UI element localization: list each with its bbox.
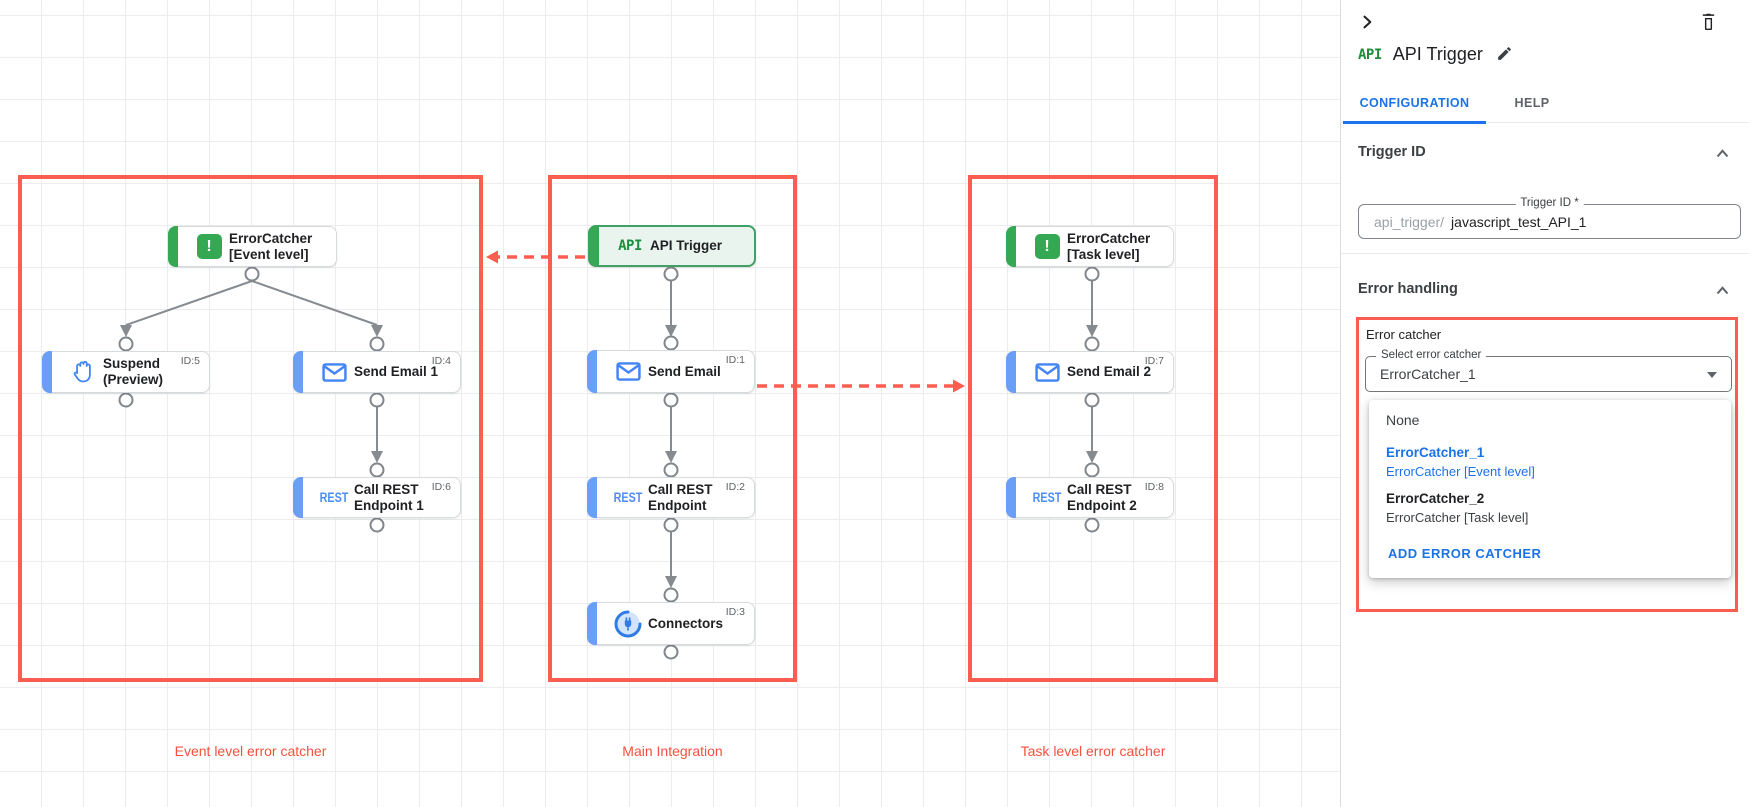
email-icon [314,362,354,382]
error-catcher-options-menu: None ErrorCatcher_1 ErrorCatcher [Event … [1369,400,1731,578]
error-handling-section-header: Error handling [1358,281,1458,297]
task-level-group-box [968,175,1218,682]
node-api-trigger[interactable]: API API Trigger [588,225,756,267]
select-error-catcher-label: Select error catcher [1376,349,1487,361]
node-accent-bar [1006,226,1016,267]
error-catcher-icon: ! [189,234,229,259]
node-accent-bar [587,602,597,645]
select-error-catcher-value: ErrorCatcher_1 [1380,366,1476,382]
node-errorcatcher-event-level[interactable]: ! ErrorCatcher[Event level] [168,226,337,267]
collapse-error-handling-icon[interactable] [1716,283,1729,298]
api-trigger-icon: API [1358,46,1382,63]
node-accent-bar [293,477,303,518]
section-divider [1341,253,1749,254]
add-error-catcher-button[interactable]: ADD ERROR CATCHER [1388,546,1542,561]
option-errorcatcher-1[interactable]: ErrorCatcher_1 ErrorCatcher [Event level… [1386,445,1535,479]
hand-icon [63,360,103,384]
collapse-trigger-id-icon[interactable] [1716,146,1729,161]
rest-icon: REST [319,490,349,505]
trigger-id-value[interactable]: javascript_test_API_1 [1451,213,1587,230]
node-errorcatcher-task-level[interactable]: ! ErrorCatcher[Task level] [1006,226,1174,267]
api-icon: API [618,238,642,254]
email-icon [1027,362,1067,382]
trigger-id-field-label: Trigger ID * [1515,197,1584,209]
rest-icon: REST [613,490,643,505]
task-id-badge: ID:6 [431,481,451,493]
node-accent-bar [1006,477,1016,518]
task-id-badge: ID:1 [725,354,745,366]
task-level-group-label: Task level error catcher [1020,743,1166,759]
option-errorcatcher-2[interactable]: ErrorCatcher_2 ErrorCatcher [Task level] [1386,491,1529,525]
node-accent-bar [293,351,303,393]
node-accent-bar [168,226,178,267]
tab-configuration[interactable]: CONFIGURATION [1343,84,1486,124]
error-catcher-icon: ! [1027,234,1067,259]
node-accent-bar [1006,351,1016,393]
event-level-group-box [18,175,483,682]
panel-title: API Trigger [1392,44,1483,64]
email-icon [608,362,648,381]
error-catcher-label: Error catcher [1366,327,1442,342]
node-accent-bar [42,351,52,393]
node-send-email-2[interactable]: Send Email 2 ID:7 [1006,351,1174,393]
node-suspend[interactable]: Suspend(Preview) ID:5 [42,351,210,393]
trigger-config-panel: API API Trigger CONFIGURATION HELP Trigg… [1340,0,1749,807]
node-send-email-1[interactable]: Send Email 1 ID:4 [293,351,461,393]
option-none[interactable]: None [1386,412,1420,428]
task-id-badge: ID:5 [180,355,200,367]
error-catcher-annotation-box [1356,317,1738,612]
tab-help[interactable]: HELP [1514,96,1550,110]
task-id-badge: ID:8 [1144,481,1164,493]
task-id-badge: ID:2 [725,481,745,493]
trigger-id-field[interactable]: Trigger ID * api_trigger/ javascript_tes… [1358,197,1741,239]
dropdown-caret-icon [1707,372,1717,378]
rest-icon: REST [1032,490,1062,505]
trigger-id-section-header: Trigger ID [1358,144,1426,160]
main-integration-group-label: Main Integration [622,743,723,759]
node-accent-bar [587,477,597,518]
node-send-email[interactable]: Send Email ID:1 [587,350,755,393]
trigger-id-prefix: api_trigger/ [1374,213,1445,230]
edit-title-icon[interactable] [1496,45,1513,65]
task-id-badge: ID:4 [431,355,451,367]
task-id-badge: ID:7 [1144,355,1164,367]
integration-canvas[interactable]: ! ErrorCatcher[Event level] Suspend(Prev… [0,0,1340,807]
collapse-panel-icon[interactable] [1357,12,1377,35]
task-id-badge: ID:3 [725,606,745,618]
panel-tabs: CONFIGURATION HELP [1341,84,1749,124]
main-integration-group-box [548,175,797,682]
delete-trigger-icon[interactable] [1700,12,1717,34]
select-error-catcher-dropdown[interactable]: Select error catcher ErrorCatcher_1 [1365,349,1732,392]
node-connectors[interactable]: Connectors ID:3 [587,602,755,645]
event-level-group-label: Event level error catcher [174,743,327,759]
node-accent-bar [587,350,597,393]
connectors-logo-icon [608,610,648,638]
node-accent-bar [589,226,599,266]
